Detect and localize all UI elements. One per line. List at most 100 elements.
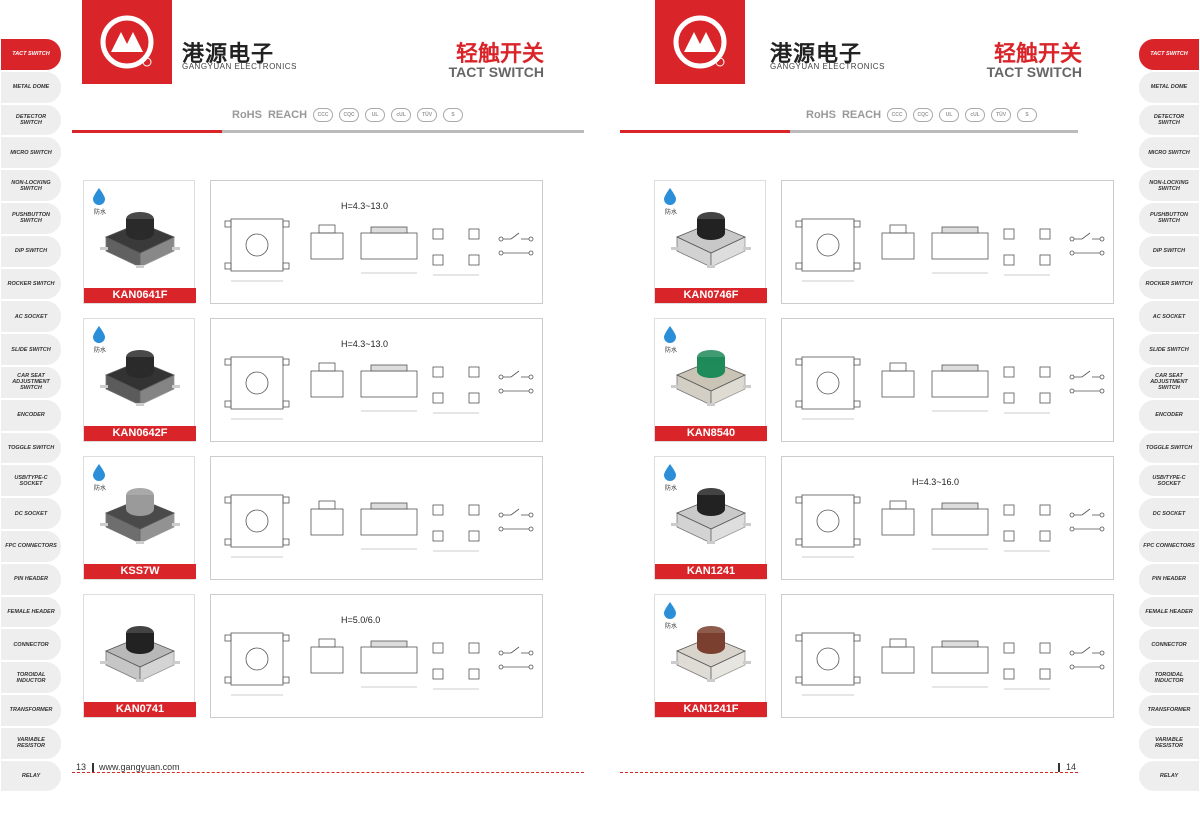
side-tab-detector-switch[interactable]: DETECTOR SWITCH [0,103,62,137]
technical-drawing-graphic [795,356,1105,420]
product-row: KAN0741 H=5.0/6.0 [83,594,543,718]
product-photo-card: 防水 KSS7W [83,456,196,580]
certification-bar: RoHS REACH CCC CQC UL cUL TÜV S [806,108,1038,122]
waterproof-label: 防水 [94,485,107,492]
side-tab-dip-switch[interactable]: DIP SWITCH [1138,234,1200,268]
product-photo-card: 防水 KAN0642F [83,318,196,442]
product-image [100,212,180,268]
part-number-label: KAN1241F [655,702,767,717]
side-tab-pushbutton-switch[interactable]: PUSHBUTTON SWITCH [0,201,62,235]
product-row: 防水 KAN0746F [654,180,1114,304]
semko-cert-icon: S [443,108,464,122]
section-title-cn: 轻触开关 [993,42,1082,67]
website-link[interactable]: www.gangyuan.com [99,762,180,772]
side-tab-relay[interactable]: RELAY [0,759,62,793]
ccc-cert-icon: CCC [313,108,334,122]
side-tab-connector[interactable]: CONNECTOR [1138,628,1200,662]
side-tab-car-seat-adjustment-switch[interactable]: CAR SEAT ADJUSTMENT SWITCH [0,365,62,399]
side-tab-micro-switch[interactable]: MICRO SWITCH [1138,136,1200,170]
side-tab-rocker-switch[interactable]: ROCKER SWITCH [1138,267,1200,301]
side-tab-dc-socket[interactable]: DC SOCKET [0,497,62,530]
part-number-label: KSS7W [84,564,196,579]
product-image [100,350,180,406]
side-tab-non-locking-switch[interactable]: NON-LOCKING SWITCH [0,169,62,202]
side-tab-slide-switch[interactable]: SLIDE SWITCH [1138,333,1200,366]
side-tab-metal-dome[interactable]: METAL DOME [1138,70,1200,104]
side-tab-dc-socket[interactable]: DC SOCKET [1138,497,1200,530]
product-row: 防水 KAN1241F [654,594,1114,718]
side-tab-ac-socket[interactable]: AC SOCKET [1138,300,1200,334]
product-photo-card: 防水 KAN1241F [654,594,767,718]
waterproof-drop-icon [664,326,676,343]
side-tab-encoder[interactable]: ENCODER [0,398,62,432]
side-tab-toggle-switch[interactable]: TOGGLE SWITCH [0,431,62,465]
catalog-page-right: 港源电子 GANGYUAN ELECTRONICS 轻触开关 TACT SWIT… [600,0,1138,819]
technical-drawing-graphic [795,632,1105,696]
side-tab-connector[interactable]: CONNECTOR [0,628,62,662]
side-tab-transformer[interactable]: TRANSFORMER [1138,693,1200,727]
side-tab-transformer[interactable]: TRANSFORMER [0,693,62,727]
side-tab-non-locking-switch[interactable]: NON-LOCKING SWITCH [1138,169,1200,202]
side-tab-fpc-connectors[interactable]: FPC CONNECTORS [0,529,62,563]
side-tab-rocker-switch[interactable]: ROCKER SWITCH [0,267,62,301]
part-number-label: KAN0642F [84,426,196,441]
logo-icon [100,15,154,69]
header-divider-grey [790,130,1078,133]
part-number-label: KAN0741 [84,702,196,717]
dimension-drawing: H=5.0/6.0 [210,594,543,718]
product-photo-card: 防水 KAN1241 [654,456,767,580]
side-tab-slide-switch[interactable]: SLIDE SWITCH [0,333,62,366]
side-tab-toggle-switch[interactable]: TOGGLE SWITCH [1138,431,1200,465]
product-row: 防水 KAN1241 H=4.3~16.0 [654,456,1114,580]
page-footer-left: 13 www.gangyuan.com [76,762,180,773]
side-tab-ac-socket[interactable]: AC SOCKET [0,300,62,334]
technical-drawing-graphic [795,218,1105,282]
dimension-drawing [210,456,543,580]
company-logo [655,0,745,84]
product-image [671,488,751,544]
waterproof-label: 防水 [94,209,107,216]
waterproof-label: 防水 [665,209,678,216]
side-tab-pin-header[interactable]: PIN HEADER [1138,562,1200,596]
waterproof-drop-icon [93,326,105,343]
dimension-drawing [781,594,1114,718]
dimension-drawing: H=4.3~16.0 [781,456,1114,580]
product-image [671,626,751,682]
side-tab-detector-switch[interactable]: DETECTOR SWITCH [1138,103,1200,137]
side-tab-usb-type-c-socket[interactable]: USB/Type-C SOCKET [1138,464,1200,498]
side-tab-metal-dome[interactable]: METAL DOME [0,70,62,104]
side-tab-pin-header[interactable]: PIN HEADER [0,562,62,596]
side-tab-variable-resistor[interactable]: VARIABLE RESISTOR [0,726,62,760]
footer-divider [620,772,1078,773]
section-title-en: TACT SWITCH [986,64,1082,80]
side-tab-tact-switch[interactable]: TACT SWITCH [0,38,62,71]
side-tab-female-header[interactable]: FEMALE HEADER [1138,595,1200,629]
waterproof-label: 防水 [665,623,678,630]
side-tab-fpc-connectors[interactable]: FPC CONNECTORS [1138,529,1200,563]
page-number: 14 [1065,762,1076,772]
side-tab-variable-resistor[interactable]: VARIABLE RESISTOR [1138,726,1200,760]
side-tab-pushbutton-switch[interactable]: PUSHBUTTON SWITCH [1138,201,1200,235]
side-tab-toroidal-inductor[interactable]: TOROIDAL INDUCTOR [1138,661,1200,694]
side-tab-female-header[interactable]: FEMALE HEADER [0,595,62,629]
side-tab-usb-type-c-socket[interactable]: USB/Type-C SOCKET [0,464,62,498]
technical-drawing-graphic [224,218,534,282]
product-row: 防水 KSS7W [83,456,543,580]
technical-drawing-graphic [224,632,534,696]
height-spec: H=4.3~13.0 [341,201,389,211]
side-tab-relay[interactable]: RELAY [1138,759,1200,793]
side-tab-car-seat-adjustment-switch[interactable]: CAR SEAT ADJUSTMENT SWITCH [1138,365,1200,399]
side-tab-toroidal-inductor[interactable]: TOROIDAL INDUCTOR [0,661,62,694]
technical-drawing-graphic [795,494,1105,558]
side-tab-micro-switch[interactable]: MICRO SWITCH [0,136,62,170]
side-tab-tact-switch[interactable]: TACT SWITCH [1138,38,1200,71]
product-image [100,488,180,544]
cqc-cert-icon: CQC [913,108,934,122]
product-image [100,626,180,682]
side-tab-dip-switch[interactable]: DIP SWITCH [0,234,62,268]
header-divider-red [620,130,790,133]
waterproof-drop-icon [664,188,676,205]
side-tab-encoder[interactable]: ENCODER [1138,398,1200,432]
product-photo-card: 防水 KAN8540 [654,318,767,442]
